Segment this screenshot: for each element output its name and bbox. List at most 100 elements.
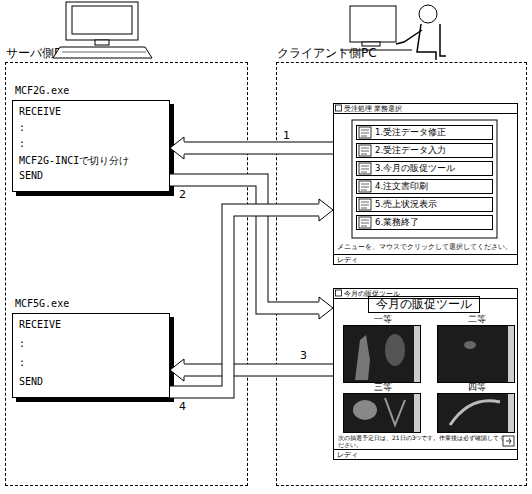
node-text: サーバ側PC <box>6 45 70 62</box>
node-text: MCF2G.exe <box>15 85 69 96</box>
step-number: 1 <box>283 129 290 142</box>
arrow-band-fill <box>184 365 333 376</box>
node-text: RECEIVE <box>19 106 61 117</box>
menu-button: 5.売上状況表示 <box>356 197 493 212</box>
node-text: 三等 <box>344 381 422 394</box>
step-number: 4 <box>179 400 186 413</box>
node-text: : <box>19 338 25 349</box>
photo-shape <box>450 401 500 425</box>
arrow-head-fill <box>170 137 184 159</box>
flow-arrow <box>170 180 333 319</box>
arrow-band-outline <box>170 180 319 308</box>
photo-scrollbar <box>508 394 514 432</box>
arrow-head <box>319 297 333 319</box>
keyboard-keys <box>62 52 146 53</box>
menu-icon-lines <box>361 220 369 226</box>
menu-icon-lines <box>361 166 369 172</box>
photo-shape <box>353 400 377 420</box>
menu-icon <box>359 163 371 174</box>
node-text: : <box>19 138 25 149</box>
step-number: 3 <box>300 349 307 362</box>
node-text: 3.今月の販促ツール <box>375 162 455 175</box>
node-text: 1.受注データ修正 <box>375 126 446 139</box>
photo-scrollbar <box>414 394 420 432</box>
arrow-band-outline <box>170 210 319 392</box>
arrow-band-fill <box>170 210 319 392</box>
node-text: MCF2G-INCIで切り分け <box>19 154 129 168</box>
node-text: SEND <box>19 376 43 387</box>
menu-icon <box>359 217 371 228</box>
node-text: 次の抽選予定日は、21日の3つです。作業後は必ず確認してください。 <box>338 434 506 448</box>
arrow-band-fill <box>170 180 319 308</box>
flow-arrow <box>170 359 333 381</box>
program-box: MCF5G.exeRECEIVE::SEND <box>12 313 170 398</box>
node-text: 5.売上状況表示 <box>375 198 437 211</box>
arrow-head-fill <box>170 359 184 381</box>
node-text: クライアント側PC <box>277 45 377 62</box>
node-text: 6.業務終了 <box>375 216 419 229</box>
menu-icon <box>359 199 371 210</box>
client-pc-area: クライアント側PC受注処理 業務選択メニューを、マウスでクリックして選択してくだ… <box>276 62 527 486</box>
arrow-head-fill <box>319 199 333 221</box>
arrow-band-fill <box>184 143 333 154</box>
flow-arrow <box>170 137 333 159</box>
monitor-case <box>66 2 138 40</box>
photo-scrollbar <box>414 326 420 382</box>
node-text: レディ <box>334 254 517 265</box>
node-text: : <box>19 357 25 368</box>
node-text: レディ <box>334 449 517 460</box>
menu-icon-lines <box>361 202 369 208</box>
monitor-screen <box>72 6 132 34</box>
menu-icons <box>359 127 371 228</box>
chair <box>440 24 446 56</box>
menu-icon <box>359 127 371 138</box>
promo-window: 今月の販促ツール今月の販促ツール次の抽選予定日は、21日の3つです。作業後は必ず… <box>333 288 518 460</box>
node-text: 2.受注データ入力 <box>375 144 446 157</box>
node-text: : <box>19 122 25 133</box>
arrow-head <box>170 137 184 159</box>
window-icon <box>336 290 342 296</box>
client-monitor-stand <box>362 42 380 46</box>
node-text: メニューを、マウスでクリックして選択してください。 <box>337 242 515 252</box>
prize-photo: 一等 <box>343 325 421 383</box>
node-text: 二等 <box>438 313 516 326</box>
desk-edge <box>340 50 412 51</box>
node-text: 一等 <box>344 313 422 326</box>
step-number: 2 <box>179 188 186 201</box>
person-body <box>417 24 436 60</box>
photo-scrollbar <box>508 326 514 382</box>
arrow-band-outline <box>184 142 333 155</box>
menu-frame <box>352 120 497 238</box>
menu-button: 2.受注データ入力 <box>356 143 493 158</box>
photo-shape <box>385 398 405 425</box>
prize-photos <box>353 326 514 432</box>
menu-button: 4.注文書印刷 <box>356 179 493 194</box>
arrow-head-fill <box>319 297 333 319</box>
photo-shape <box>355 335 370 380</box>
arrow-band-outline <box>184 364 333 377</box>
person-head <box>419 5 437 23</box>
node-text: 今月の販促ツール <box>368 296 480 313</box>
menu-icon <box>359 145 371 156</box>
photo-shape <box>385 334 405 366</box>
window-icon <box>336 105 342 111</box>
photo-shape <box>464 341 476 349</box>
menu-icon-lines <box>361 148 369 154</box>
arrow-head <box>319 199 333 221</box>
node-text: 四等 <box>438 381 516 394</box>
node-text: RECEIVE <box>19 319 61 330</box>
menu-button: 6.業務終了 <box>356 215 493 230</box>
prize-photo: 三等 <box>343 393 421 433</box>
arrow-head <box>170 359 184 381</box>
person-arm <box>396 30 422 44</box>
flow-arrow <box>170 199 333 392</box>
menu-button: 3.今月の販促ツール <box>356 161 493 176</box>
menu-window: 受注処理 業務選択メニューを、マウスでクリックして選択してください。レディ1.受… <box>333 103 518 265</box>
node-text: SEND <box>19 170 43 181</box>
server-pc-area: サーバ側PCMCF2G.exeRECEIVE::MCF2G-INCIで切り分けS… <box>5 62 248 486</box>
monitor-stand <box>95 40 109 45</box>
menu-button: 1.受注データ修正 <box>356 125 493 140</box>
keyboard <box>53 47 152 58</box>
prize-photo: 四等 <box>437 393 515 433</box>
menu-icon-lines <box>361 130 369 136</box>
